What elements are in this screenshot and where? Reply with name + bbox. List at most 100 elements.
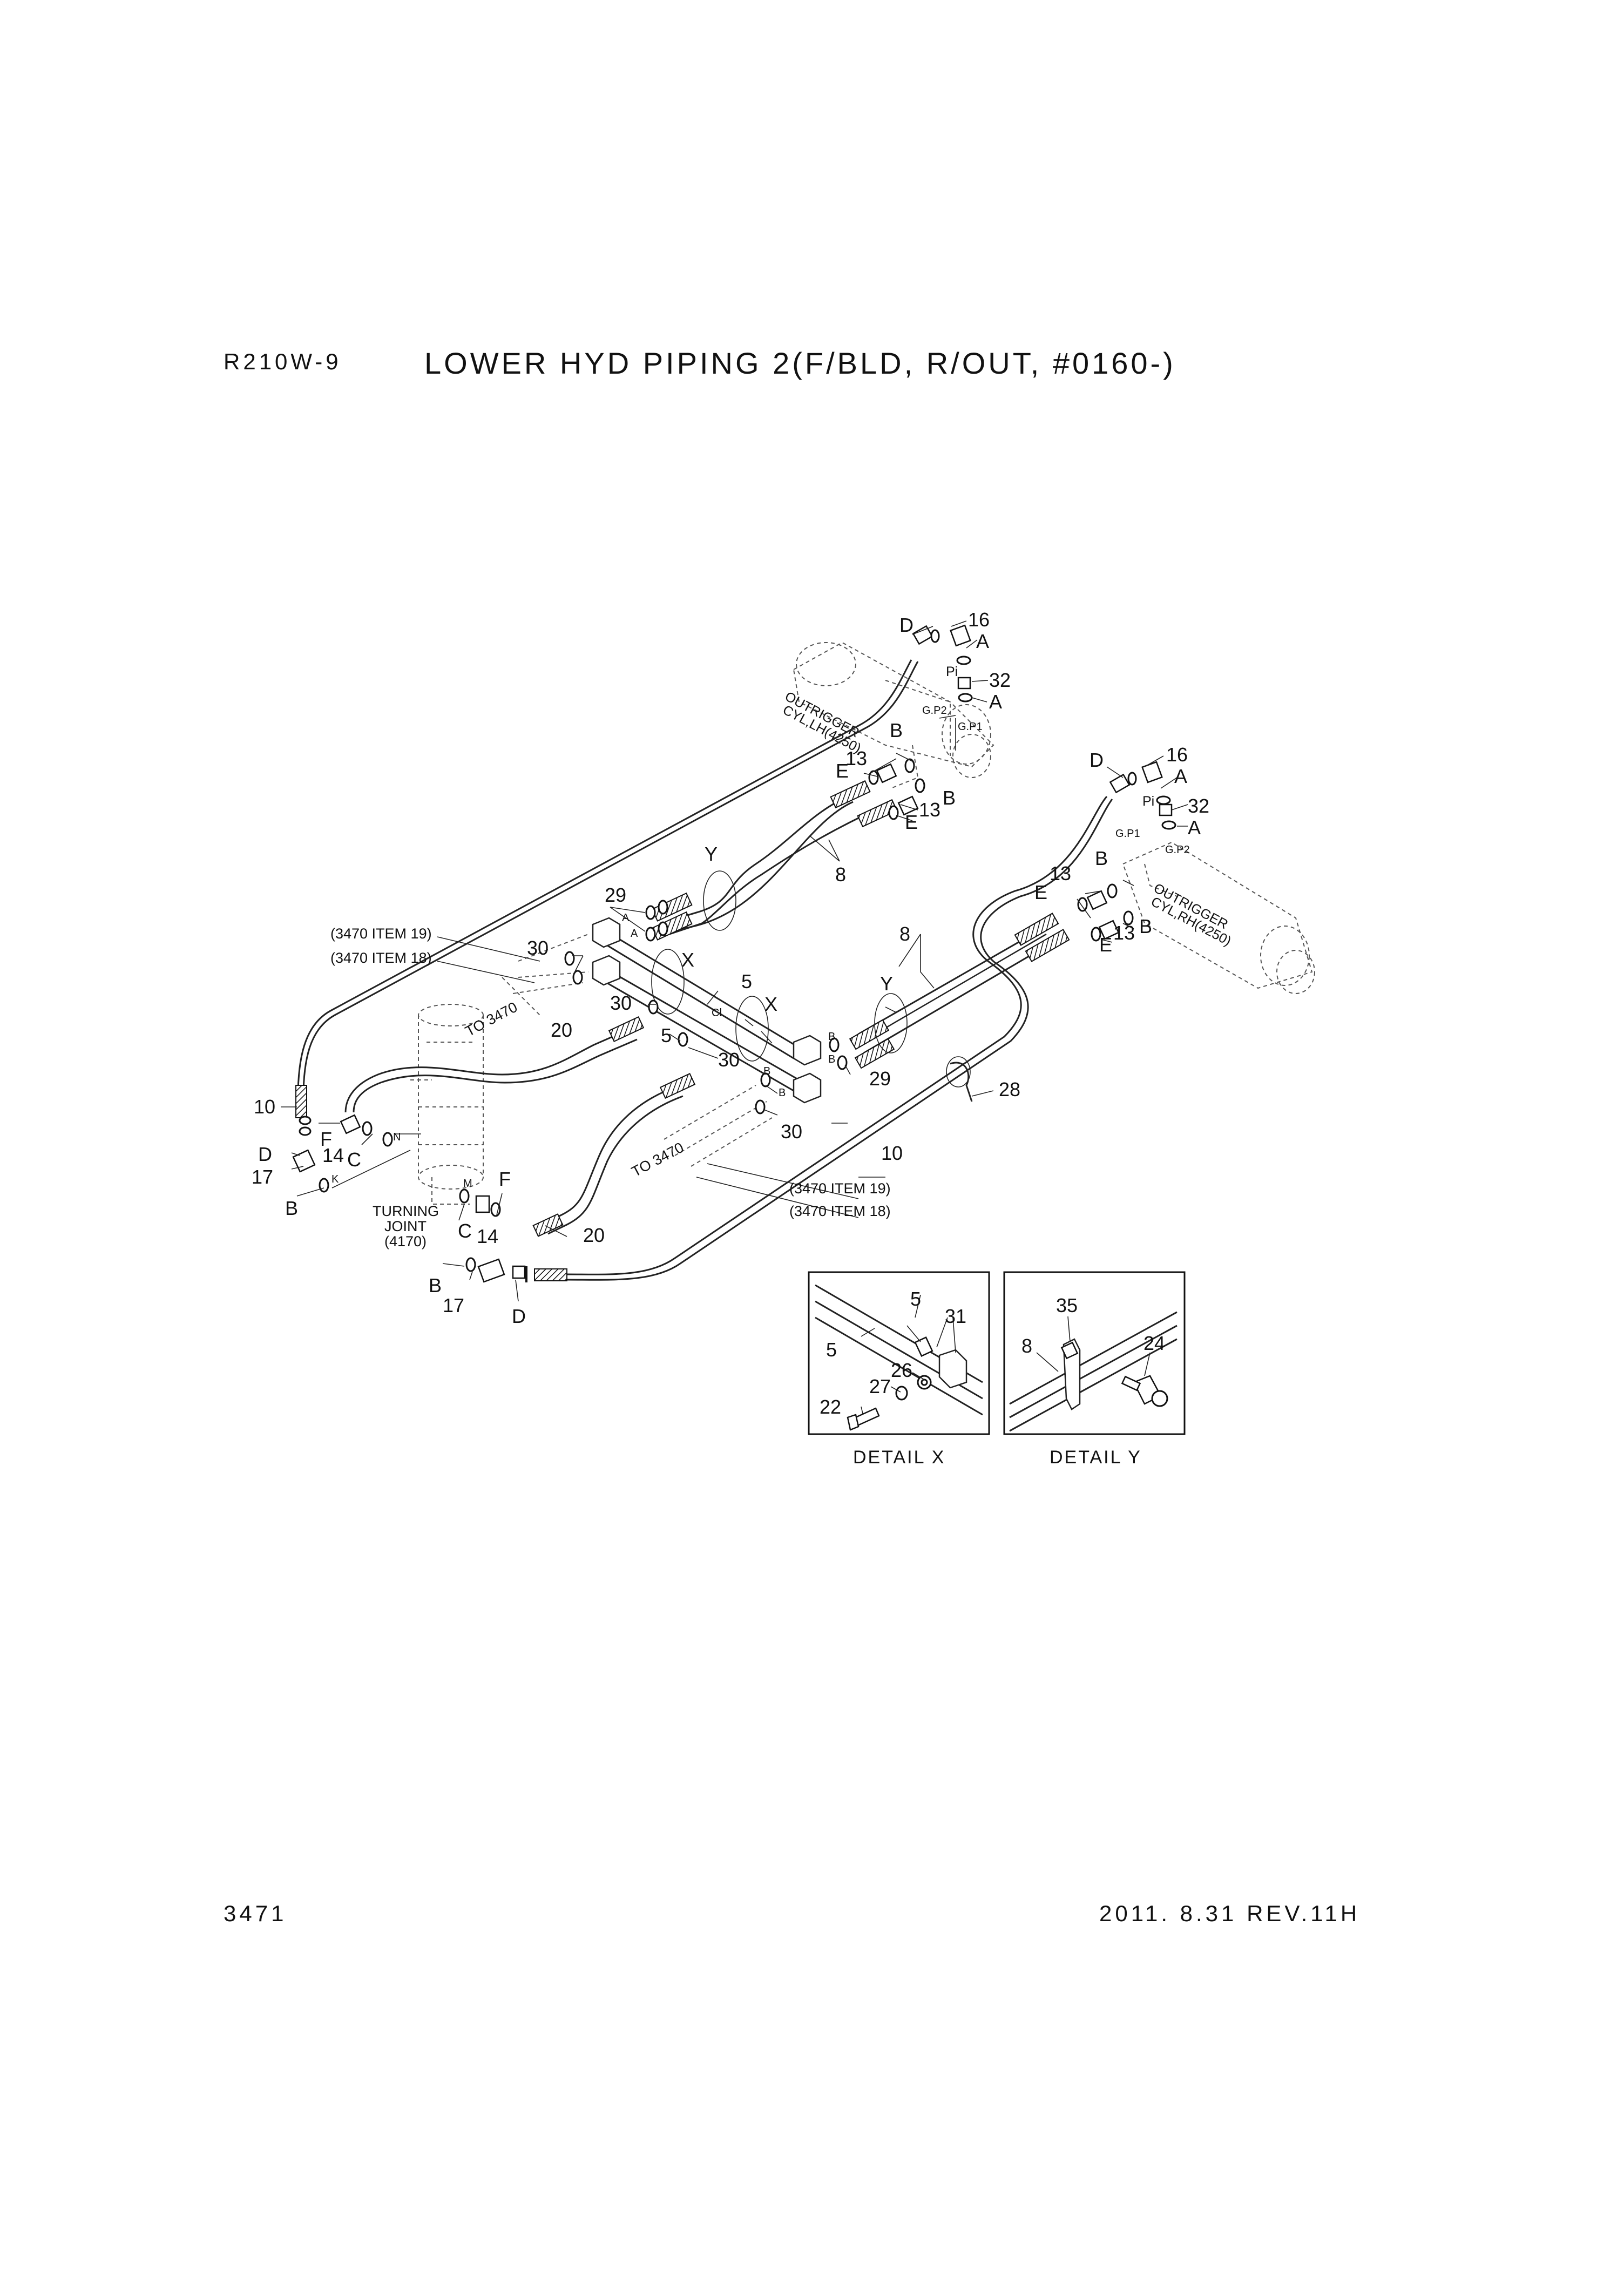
callout-n5-a: 5: [741, 970, 752, 992]
callout-a-block-2: A: [631, 928, 638, 940]
hose-8-right-b: [863, 941, 1053, 1054]
ghost-pipes-to-3470-bottom: [664, 1085, 773, 1167]
pipe-5-lower: [601, 965, 800, 1081]
callout-n30-a: 30: [527, 937, 549, 959]
callout-n10-left: 10: [254, 1096, 275, 1118]
clamp-zone-x-1: [651, 949, 685, 1015]
outrigger-cylinder-left: [793, 641, 994, 789]
outrigger-cylinder-right: [1122, 841, 1315, 994]
fittings-left-outrigger: [868, 624, 973, 820]
callout-b-left: B: [285, 1197, 298, 1219]
callout-d-top-left: D: [899, 614, 914, 636]
hose-20-upper: [344, 1025, 638, 1113]
callout-n14-left: 14: [322, 1144, 344, 1166]
callout-n30-c: 30: [718, 1049, 740, 1071]
callout-n26: 26: [891, 1359, 912, 1381]
callout-b-block-3: B: [763, 1065, 770, 1077]
callout-n17-bottom: 17: [443, 1294, 464, 1316]
callout-k-port: K: [331, 1173, 339, 1185]
callout-to3470-top: TO 3470: [463, 999, 520, 1040]
fittings-manifold: [564, 900, 848, 1114]
callout-n8-left: 8: [835, 863, 846, 886]
detail-y-panel: 35 8 24: [1003, 1271, 1186, 1435]
hose-8-right-c: [861, 933, 1047, 1043]
clamp-zone-y-right: [874, 993, 908, 1053]
callout-b-bottom: B: [429, 1274, 442, 1296]
callout-a-left-1: A: [976, 630, 989, 652]
callout-b-block-2: B: [828, 1053, 835, 1065]
pipe-5-upper-b: [601, 941, 794, 1059]
leader-lines: [281, 620, 1188, 1302]
hose-8-left-a: [669, 790, 859, 922]
callout-d-bottom: D: [512, 1305, 526, 1327]
detail-x-drawing: [815, 1284, 983, 1431]
callout-n31: 31: [945, 1305, 966, 1327]
hose-8-left-end-3: [830, 780, 871, 809]
callout-e-left-2: E: [905, 811, 918, 833]
clamp-28: [950, 1062, 973, 1102]
callout-n13-left-1: 13: [845, 747, 867, 769]
callout-to3470-bottom: TO 3470: [629, 1139, 686, 1180]
clamp-zone-x-2: [735, 996, 769, 1062]
callout-m-port: M: [463, 1178, 472, 1190]
callout-a-left-2: A: [989, 691, 1002, 713]
callout-n13-right-2: 13: [1113, 922, 1135, 944]
callout-turning-joint: TURNING: [373, 1203, 439, 1219]
callout-n22: 22: [820, 1396, 841, 1418]
model-code: R210W-9: [224, 349, 342, 374]
block-b-upper: [793, 1035, 822, 1066]
callout-gp1-left: G.P1: [958, 721, 983, 733]
callout-gp2-left: G.P2: [922, 705, 947, 717]
callout-e-left-1: E: [836, 760, 849, 782]
callout-n29-top: 29: [605, 884, 626, 906]
hose-20-upper-b: [353, 1038, 638, 1113]
callout-turning-joint-2: JOINT: [384, 1218, 427, 1234]
callout-d-right: D: [1090, 749, 1104, 771]
callout-d-left: D: [258, 1143, 272, 1165]
callout-n16-left: 16: [968, 609, 990, 631]
hose-8-left-b: [669, 809, 875, 935]
revision-date: 2011. 8.31 REV.11H: [1099, 1901, 1361, 1926]
callout-a-right-1: A: [1174, 765, 1187, 787]
hose-8-right-a: [858, 928, 1043, 1035]
detail-y-caption: DETAIL Y: [1050, 1447, 1142, 1468]
callout-ref18-bottom: (3470 ITEM 18): [789, 1203, 891, 1219]
callout-c-left: C: [347, 1149, 361, 1171]
callout-pi-right: Pi: [1142, 794, 1154, 809]
callout-n35: 35: [1056, 1294, 1078, 1316]
callout-n16-right: 16: [1166, 744, 1188, 766]
callout-n17-left: 17: [252, 1166, 273, 1188]
callout-n-port: N: [393, 1131, 401, 1143]
callout-a-right-2: A: [1188, 816, 1201, 839]
callout-n20-bottom: 20: [583, 1224, 605, 1246]
hose-10-upper: [302, 661, 919, 1107]
callout-n29-bot: 29: [869, 1068, 891, 1090]
page-title: LOWER HYD PIPING 2(F/BLD, R/OUT, #0160-): [424, 346, 1176, 380]
hose-20-lower-fitting: [532, 1213, 564, 1237]
callout-ref19-top: (3470 ITEM 19): [330, 926, 432, 942]
turning-joint: [410, 1004, 484, 1205]
callout-n5-a: 5: [910, 1288, 921, 1310]
callout-b-block-4: B: [779, 1087, 786, 1099]
callout-n24: 24: [1143, 1332, 1165, 1354]
block-a-upper: [592, 917, 621, 948]
callout-a-block-1: A: [622, 912, 630, 924]
callout-labels: D 16 A Pi 32 A G.P2 G.P1 B 13 E B 13 E Y…: [252, 609, 1209, 1327]
callout-b-left-2: B: [943, 787, 956, 809]
hose-10-upper-b: [297, 659, 912, 1107]
clamp-28-ring: [946, 1056, 971, 1087]
hose-8-right-end-2: [1025, 929, 1070, 962]
callout-gp2-right: G.P2: [1165, 844, 1190, 856]
fittings-right-outrigger: [1077, 761, 1176, 942]
detail-x-caption: DETAIL X: [853, 1447, 945, 1468]
callout-n28: 28: [999, 1078, 1020, 1100]
clamp-zone-y-left: [703, 870, 736, 931]
callout-pi-left: Pi: [946, 664, 958, 679]
hose-20-lower: [545, 1084, 681, 1224]
hose-8-left-end-4: [857, 799, 898, 828]
hose-10-lower-b: [566, 799, 1113, 1281]
block-b-lower: [793, 1072, 822, 1104]
hose-10-lower: [566, 796, 1108, 1275]
hose-8-left-c: [680, 801, 854, 930]
